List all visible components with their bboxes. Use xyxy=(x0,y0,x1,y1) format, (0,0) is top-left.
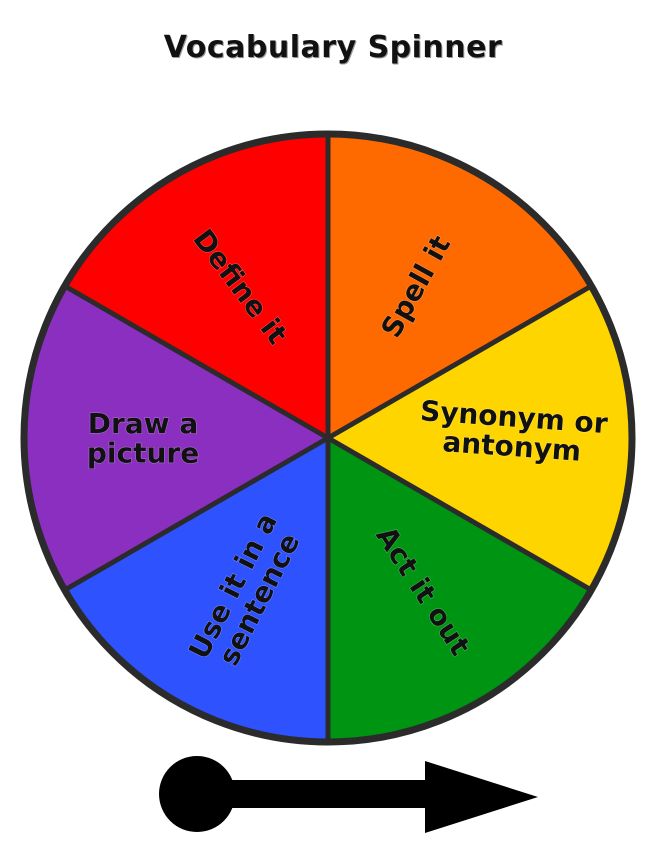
segment-label-line: picture xyxy=(87,437,199,470)
segment-label-line: Draw a xyxy=(88,407,198,440)
wheel-dividers xyxy=(63,134,593,742)
arrow-shaft xyxy=(197,780,437,808)
segment-label: Synonym orantonym xyxy=(417,394,609,469)
wheel-divider xyxy=(63,283,330,441)
wheel-divider xyxy=(326,435,593,593)
wheel-segment xyxy=(23,286,329,590)
wheel-divider xyxy=(326,283,593,441)
wheel-segment xyxy=(328,286,632,590)
page-title: Vocabulary Spinner xyxy=(163,30,503,65)
spinner-arrow-icon[interactable] xyxy=(159,756,538,833)
arrow-head xyxy=(425,761,538,833)
wheel-rim xyxy=(20,130,636,746)
wheel-divider xyxy=(63,435,330,593)
